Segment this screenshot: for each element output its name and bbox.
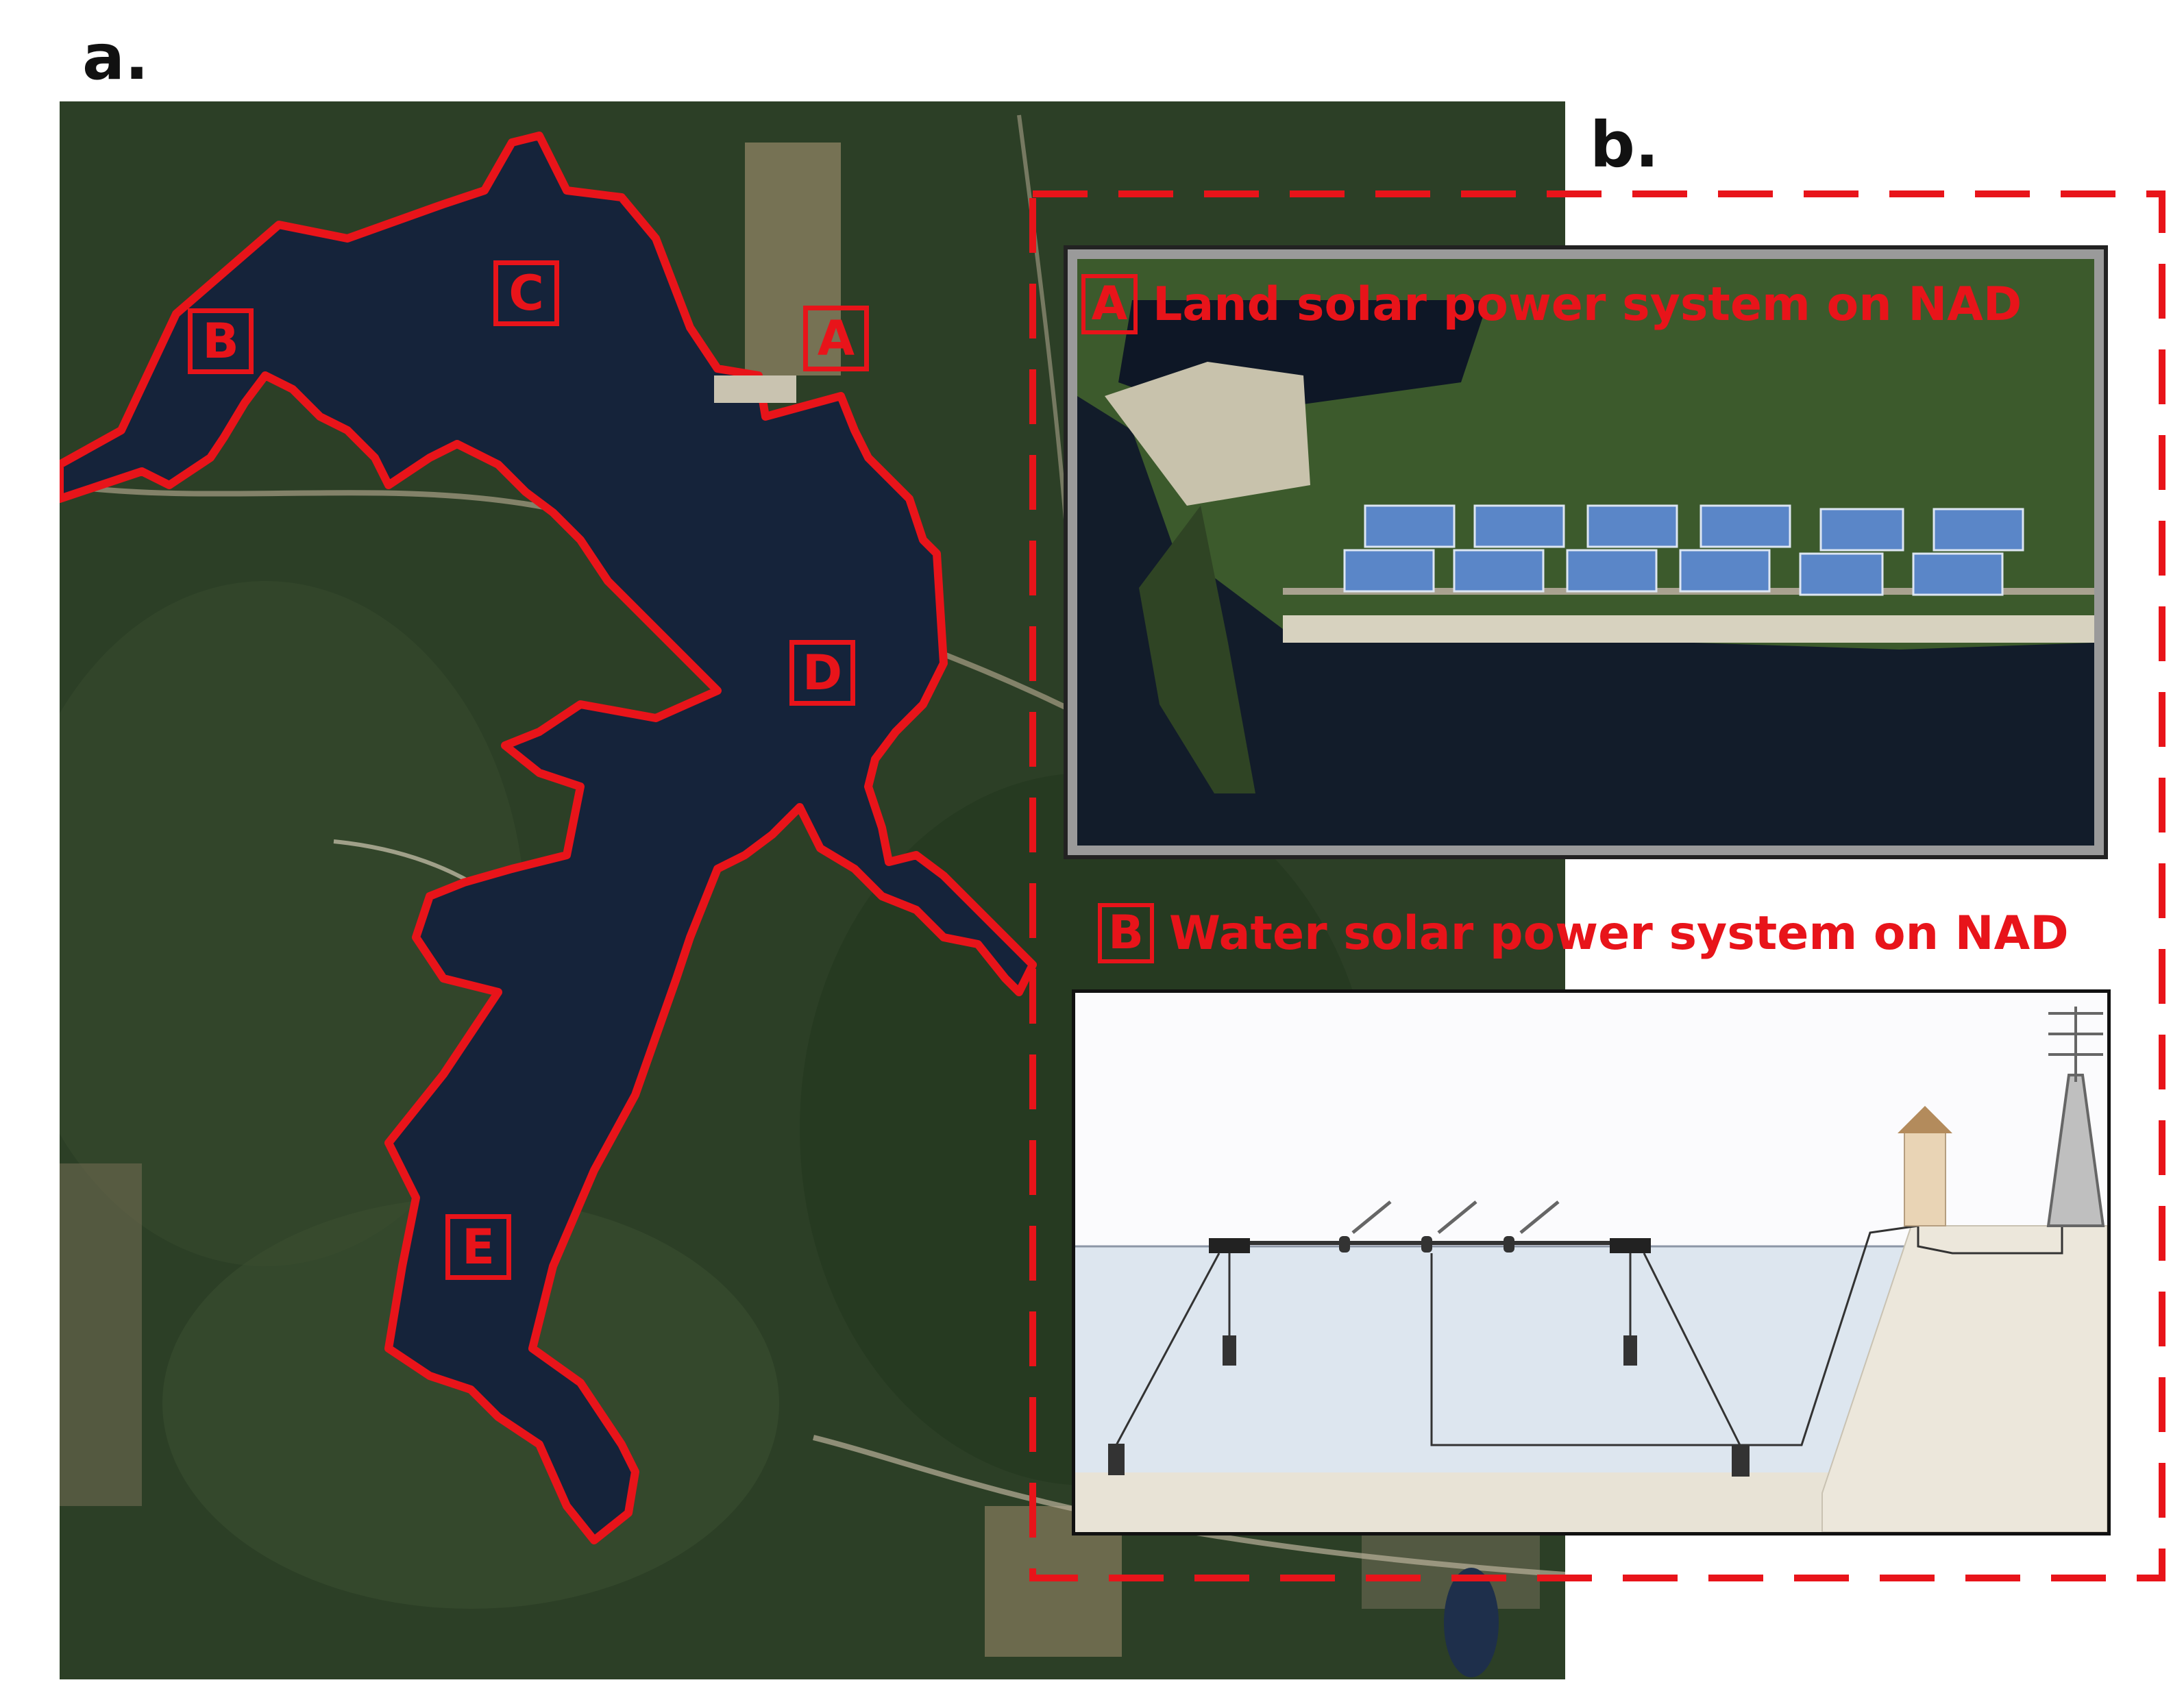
water-solar-diagram [1072, 989, 2111, 1536]
dam-structure [714, 375, 796, 403]
region-label-e: E [445, 1214, 511, 1280]
solar-panel-arrays [1343, 504, 2024, 596]
reservoir-boundary [60, 132, 1037, 1544]
anchor-block [1108, 1444, 1125, 1475]
region-label-d: D [789, 640, 855, 706]
region-label-b: B [188, 308, 254, 374]
pond [1444, 1568, 1499, 1677]
float-block [1610, 1238, 1651, 1253]
transmission-tower [2046, 1007, 2105, 1227]
dam-crest-road [1283, 615, 2094, 643]
mooring-lines [1115, 1171, 2063, 1446]
peninsula [1139, 506, 1255, 793]
caption-key-b: B [1098, 903, 1154, 963]
anchor-block [1732, 1445, 1750, 1477]
land-solar-caption: A Land solar power system on NAD [1081, 274, 2022, 334]
region-label-a: A [803, 306, 869, 371]
panel-a-label: a. [82, 21, 149, 94]
dam-spillway [1105, 362, 1310, 506]
caption-key-a: A [1081, 274, 1138, 334]
land-solar-caption-text: Land solar power system on NAD [1153, 277, 2022, 332]
dam-embankment [1821, 1225, 2107, 1532]
weight-block [1623, 1335, 1637, 1366]
control-house [1904, 1129, 1946, 1226]
water-body [1075, 1246, 1911, 1493]
panel-b-label: b. [1590, 108, 1659, 182]
water-solar-caption-text: Water solar power system on NAD [1169, 906, 2069, 961]
water-solar-caption: B Water solar power system on NAD [1098, 903, 2069, 963]
solar-modules [1351, 1200, 1560, 1234]
farmland-patch [745, 143, 841, 375]
land-solar-photo [1064, 245, 2108, 859]
weight-block [1223, 1335, 1236, 1366]
region-label-c: C [493, 260, 559, 326]
float-block [1209, 1238, 1250, 1253]
inset-dashed-border [1029, 190, 2165, 1581]
farmland-patch [60, 1163, 142, 1506]
